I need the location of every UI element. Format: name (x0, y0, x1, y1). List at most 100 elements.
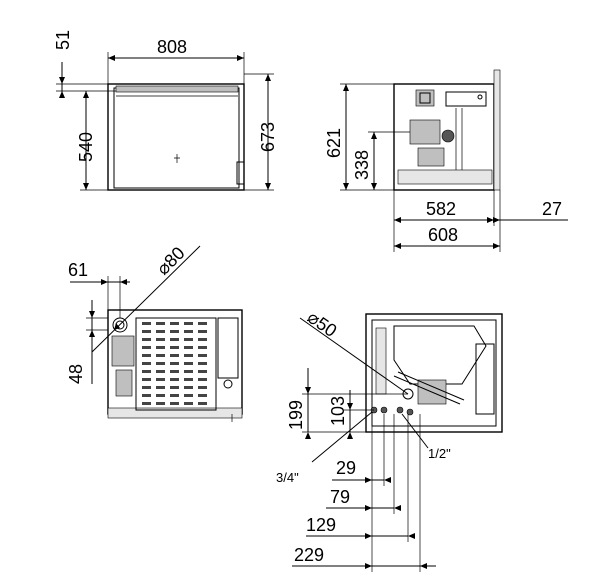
vent-slot (198, 362, 207, 365)
rear-34-leader (311, 411, 373, 463)
side-part-2 (409, 119, 441, 145)
vent-slot (170, 394, 179, 397)
front-inner-frame (113, 87, 240, 189)
rear-229-label: 229 (294, 545, 324, 565)
vent-slot (142, 362, 151, 365)
rear-conn-2 (380, 406, 388, 414)
top-panel (135, 317, 217, 411)
vent-slot (198, 354, 207, 357)
vent-slot (142, 322, 151, 325)
rear-50-leader (299, 317, 409, 395)
front-top-bar (115, 85, 239, 93)
vent-slot (170, 322, 179, 325)
vent-slot (184, 394, 193, 397)
side-582-label: 582 (426, 199, 456, 219)
top-61-arrows (101, 279, 127, 285)
vent-slot (156, 362, 165, 365)
vent-slot (170, 386, 179, 389)
vent-slot (184, 402, 193, 405)
top-view: 61 ⌀80 48 (66, 243, 243, 422)
vent-slot (198, 346, 207, 349)
vent-slot (170, 338, 179, 341)
vent-slot (198, 402, 207, 405)
top-61-label: 61 (68, 260, 88, 280)
vent-slot (198, 330, 207, 333)
top-part-2 (115, 369, 133, 397)
vent-slot (198, 338, 207, 341)
front-673-label: 673 (258, 122, 278, 152)
vent-slot (184, 386, 193, 389)
rear-auger-2 (397, 371, 465, 401)
vent-slot (156, 370, 165, 373)
side-flange (493, 69, 501, 191)
front-center-mark (174, 154, 180, 163)
vent-slot (184, 322, 193, 325)
rear-12-label: 1/2" (428, 446, 451, 461)
vent-slot (156, 394, 165, 397)
side-top-box (445, 91, 487, 107)
vent-slot (198, 378, 207, 381)
side-motor (441, 129, 455, 143)
vent-slot (142, 386, 151, 389)
vent-slot (198, 322, 207, 325)
rear-129-label: 129 (306, 515, 336, 535)
vent-slot (142, 338, 151, 341)
vent-slot (142, 378, 151, 381)
front-51-label: 51 (53, 30, 73, 50)
vent-slot (184, 338, 193, 341)
side-part-1 (415, 89, 435, 107)
rear-34-label: 3/4" (276, 470, 299, 485)
rear-right-panel (475, 343, 495, 415)
vent-slot (170, 402, 179, 405)
rear-auger-1 (393, 375, 461, 405)
front-outer-frame (107, 83, 245, 191)
rear-view: ⌀50 199 103 3/4" 1/2" 29 79 129 229 (276, 307, 503, 572)
front-width-label: 808 (157, 37, 187, 57)
vent-slot (184, 362, 193, 365)
side-608-label: 608 (428, 225, 458, 245)
vent-slot (184, 346, 193, 349)
top-side-box (217, 317, 239, 379)
top-48-arrows (89, 311, 95, 337)
side-screw (477, 94, 483, 100)
vent-slot (142, 394, 151, 397)
vent-slot (142, 370, 151, 373)
vent-slot (156, 386, 165, 389)
rear-29-label: 29 (336, 458, 356, 478)
front-view: 808 51 540 673 (53, 30, 278, 191)
rear-103-label: 103 (328, 396, 348, 426)
side-view: 621 338 582 27 608 (324, 69, 568, 252)
top-part-1 (111, 335, 135, 367)
side-part-1b (419, 92, 431, 104)
vent-slot (184, 378, 193, 381)
side-27-arrow (493, 217, 500, 223)
side-27-label: 27 (542, 199, 562, 219)
vent-slot (198, 370, 207, 373)
top-side-knob (223, 379, 233, 389)
rear-body (365, 313, 503, 433)
side-338-label: 338 (352, 150, 372, 180)
vent-slot (184, 370, 193, 373)
side-621-label: 621 (324, 128, 344, 158)
rear-hopper (393, 325, 487, 385)
vent-slot (184, 330, 193, 333)
side-part-3 (417, 147, 445, 167)
vent-slot (142, 354, 151, 357)
front-side-tab (236, 161, 245, 185)
vent-slot (156, 402, 165, 405)
rear-79-label: 79 (330, 487, 350, 507)
top-48-label: 48 (66, 364, 86, 384)
side-338-arrows (371, 132, 377, 190)
vent-slot (142, 330, 151, 333)
rear-12-leader (401, 413, 429, 449)
vent-slot (156, 378, 165, 381)
top-80-arrow (114, 323, 120, 330)
vent-slot (170, 378, 179, 381)
top-bottom-strip (107, 407, 243, 419)
vent-slot (184, 354, 193, 357)
vent-slot (198, 394, 207, 397)
front-51-arrows (59, 77, 65, 98)
rear-inner (371, 319, 497, 427)
top-80-label: ⌀80 (153, 243, 189, 279)
vent-slot (170, 362, 179, 365)
